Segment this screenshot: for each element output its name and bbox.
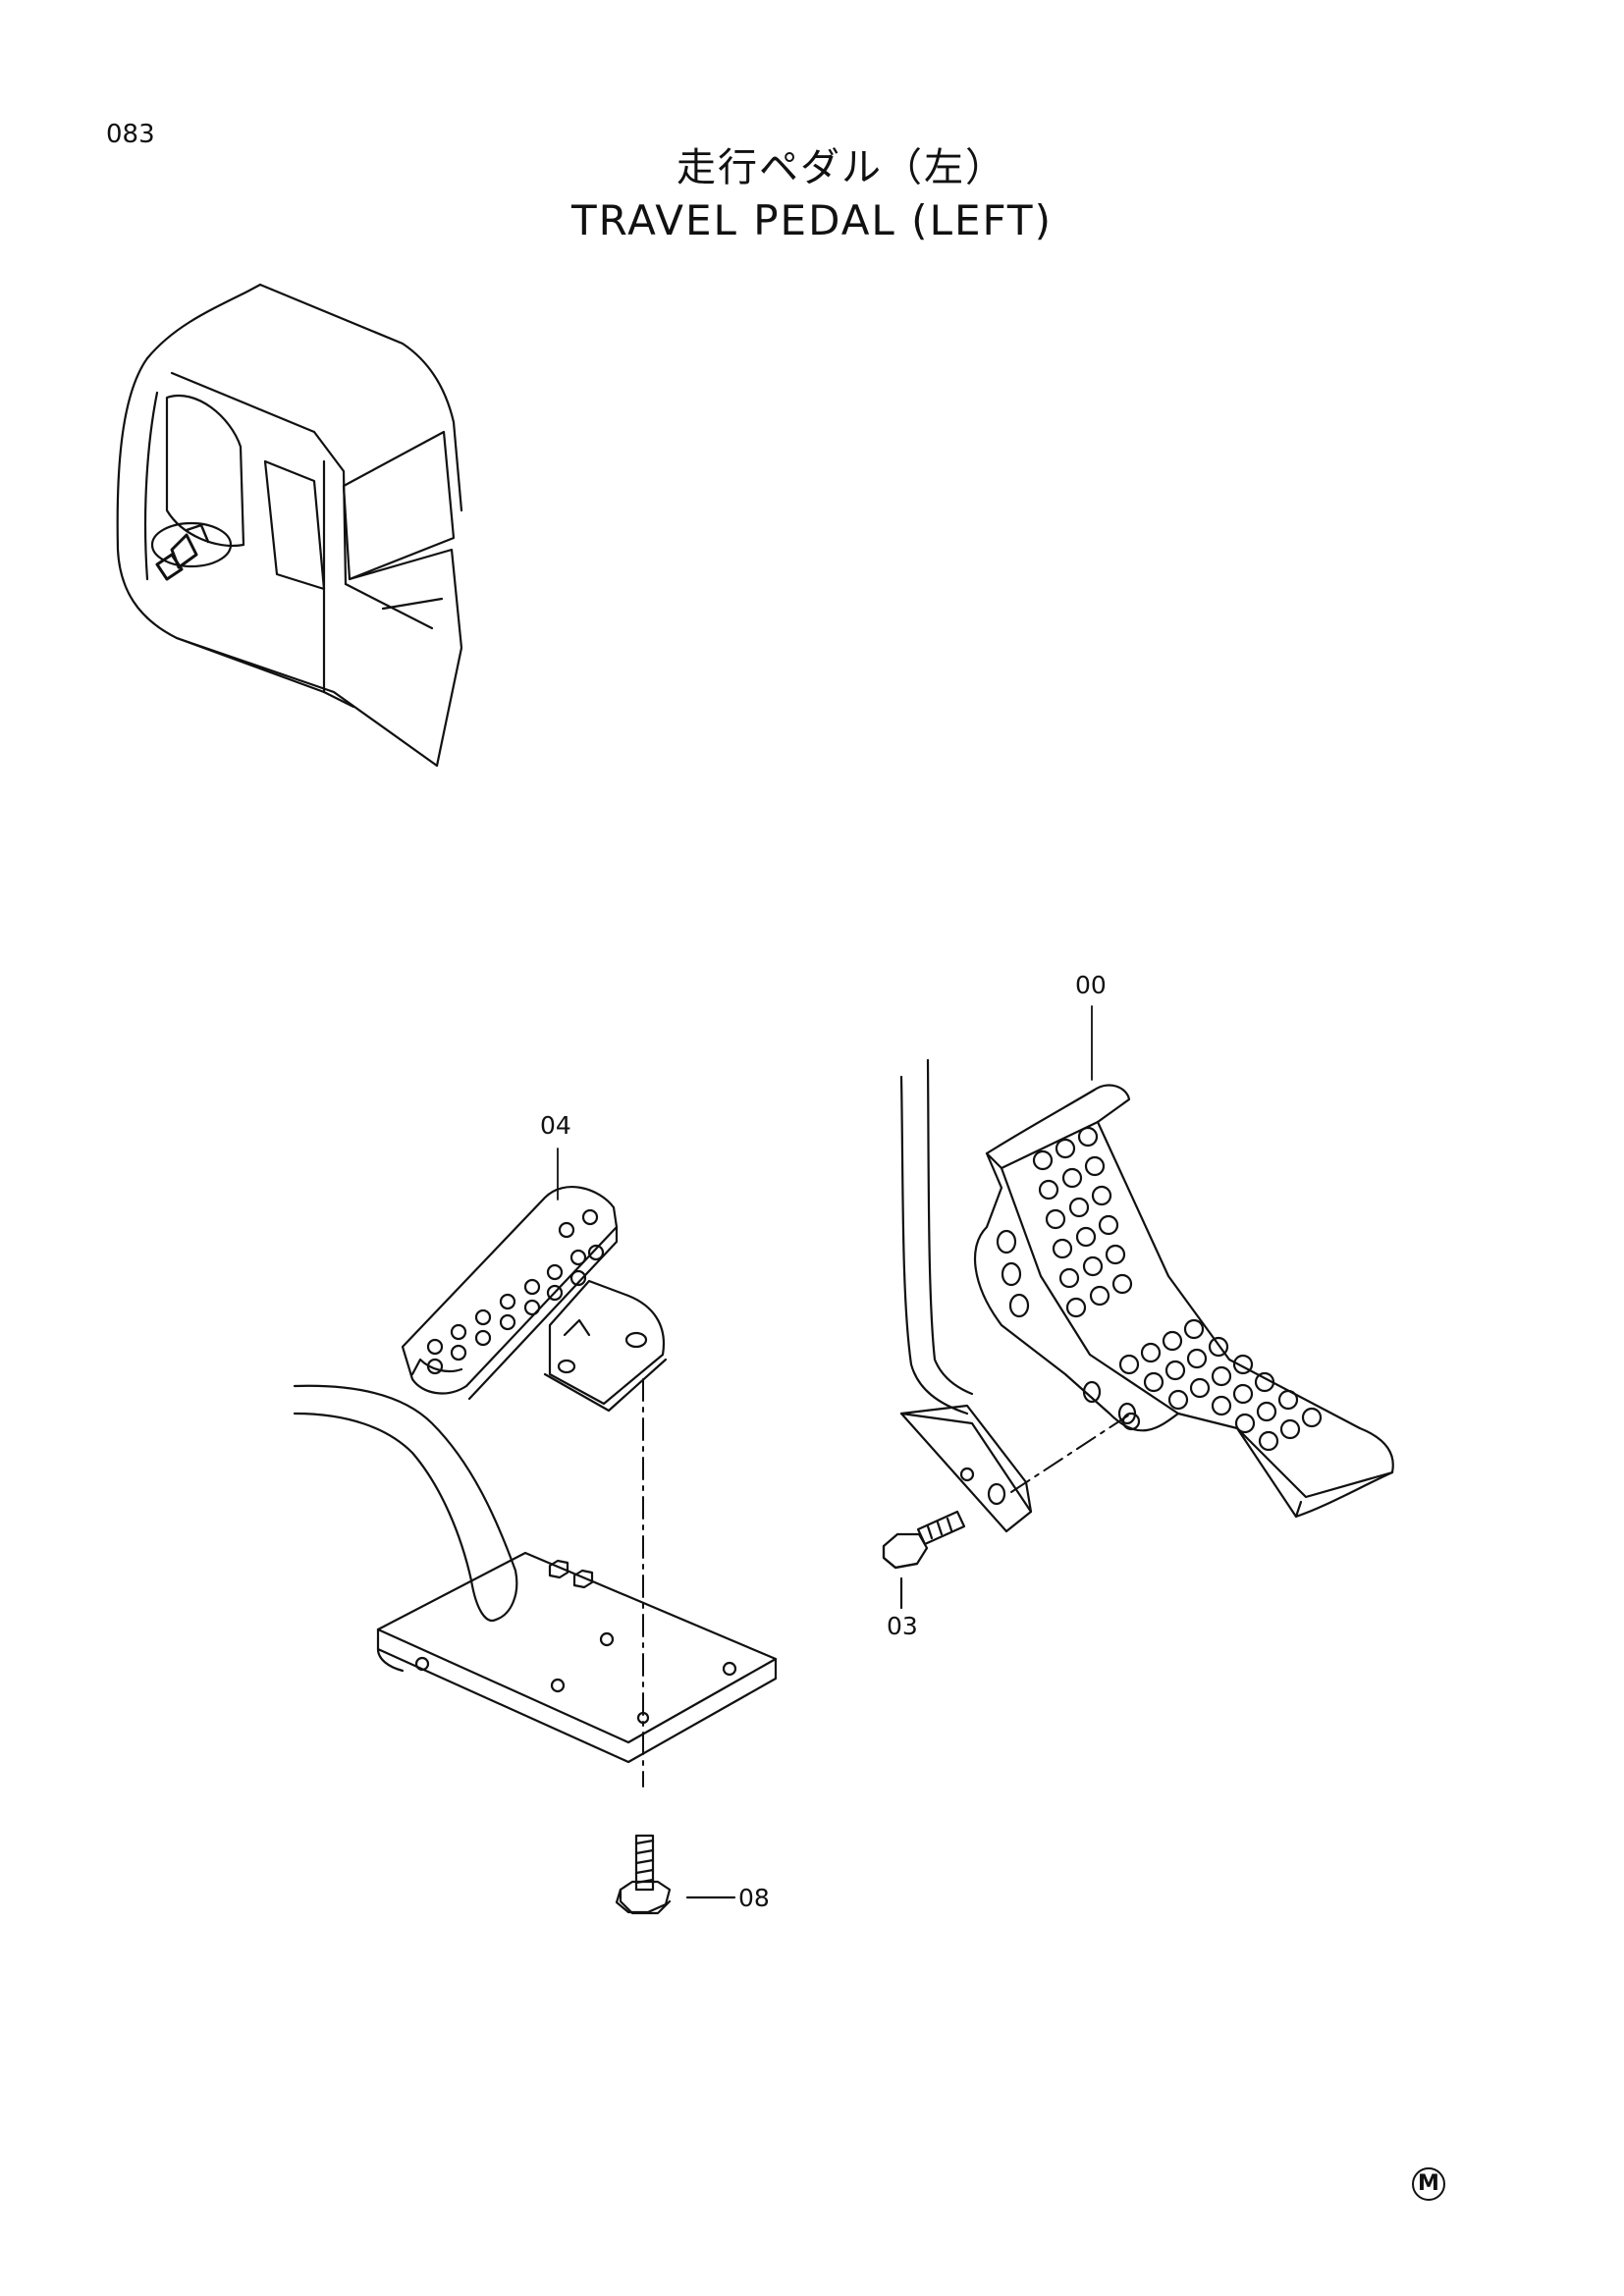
lower-pad-holes — [1118, 1318, 1323, 1452]
floor-plate — [293, 1384, 778, 1764]
bolt-08 — [615, 1834, 736, 1915]
page-number: 083 — [106, 120, 155, 149]
callout-00: 00 — [1075, 971, 1107, 999]
upper-pad-holes — [1032, 1126, 1133, 1318]
bolt-03 — [882, 1510, 966, 1610]
title-english: TRAVEL PEDAL (LEFT) — [571, 196, 1053, 244]
callout-04: 04 — [540, 1111, 571, 1140]
cab-location-inset — [116, 283, 463, 768]
title-japanese: 走行ペダル（左） — [677, 145, 1006, 190]
manufacturer-mark: M — [1412, 2167, 1445, 2201]
pedal-pad-04 — [401, 1186, 668, 1413]
callout-03: 03 — [887, 1612, 918, 1640]
pedal-assembly-00 — [899, 1058, 1394, 1533]
callout-08: 08 — [738, 1884, 770, 1912]
